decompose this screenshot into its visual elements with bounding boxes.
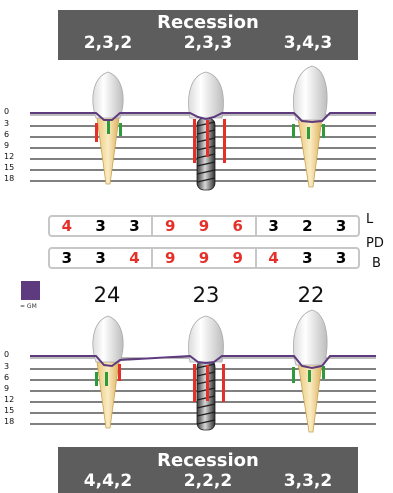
tick-label: 12	[4, 395, 15, 404]
probing-bars-top	[95, 119, 325, 163]
recession-value-23: 2,3,3	[183, 33, 233, 53]
tick-label: 15	[4, 163, 15, 172]
recession-banner-bottom: Recession 4,4,2 2,2,2 3,3,2	[58, 447, 358, 493]
recession-title: Recession	[157, 12, 259, 33]
tooth-number-23: 23	[192, 283, 220, 307]
pd-cell-24-lingual: 4 3 3	[48, 215, 154, 237]
pd-cell-23-buccal: 9 9 9	[151, 247, 257, 269]
top-chart	[30, 65, 376, 191]
pd-value: 9	[164, 249, 176, 267]
pd-value: 9	[198, 217, 210, 235]
pd-value: 9	[232, 249, 243, 267]
recession-banner-top: Recession 2,3,2 2,3,3 3,4,3	[58, 10, 358, 60]
tick-label: 3	[4, 362, 10, 371]
tick-label: 6	[4, 130, 10, 139]
tick-label: 18	[4, 417, 15, 426]
bottom-chart	[30, 309, 376, 433]
recession-value-22: 3,3,2	[283, 471, 333, 491]
tooth-24-top	[92, 71, 124, 185]
pd-cell-22-buccal: 4 3 3	[254, 247, 360, 269]
pd-value: 4	[61, 217, 73, 235]
recession-value-24: 4,4,2	[83, 471, 133, 491]
gm-legend-text: = GM	[20, 303, 37, 310]
tick-label: 6	[4, 373, 10, 382]
recession-title: Recession	[157, 450, 259, 471]
pd-cell-22-lingual: 3 2 3	[254, 215, 360, 237]
tooth-number-24: 24	[93, 283, 121, 307]
tick-label: 9	[4, 141, 10, 150]
pd-cell-23-lingual: 9 9 6	[151, 215, 257, 237]
pd-value: 4	[268, 249, 279, 267]
recession-value-23: 2,2,2	[183, 471, 233, 491]
recession-value-24: 2,3,2	[83, 33, 133, 53]
tick-label: 15	[4, 406, 15, 415]
pd-value: 3	[268, 217, 279, 235]
tick-label: 12	[4, 152, 15, 161]
pd-value: 9	[198, 249, 210, 267]
tooth-22-bottom	[293, 309, 328, 433]
pd-value: 3	[61, 249, 73, 267]
tooth-number-22: 22	[297, 283, 325, 307]
gingival-margin-top	[30, 112, 376, 124]
pd-value: 3	[95, 217, 106, 235]
label-pd: PD	[366, 236, 384, 251]
tooth-22-top	[293, 65, 328, 188]
tick-label: 0	[4, 350, 10, 359]
pd-cell-24-buccal: 3 3 4	[48, 247, 154, 269]
pd-value: 3	[95, 249, 106, 267]
label-lingual: L	[366, 212, 374, 227]
pd-value: 6	[232, 217, 243, 235]
tick-label: 18	[4, 174, 15, 183]
pd-row-lingual: 4 3 3 9 9 6 3 2 3	[48, 215, 360, 237]
tooth-24-bottom	[92, 315, 124, 429]
pd-value: 9	[164, 217, 176, 235]
pd-row-buccal: 3 3 4 9 9 9 4 3 3	[48, 247, 360, 269]
tick-label: 9	[4, 384, 10, 393]
pd-value: 3	[335, 217, 347, 235]
tick-label: 0	[4, 107, 10, 116]
pd-value: 2	[302, 217, 313, 235]
probing-bars-bottom	[95, 364, 325, 402]
recession-value-22: 3,4,3	[283, 33, 333, 53]
pd-value: 3	[335, 249, 347, 267]
gingival-margin-bottom	[30, 354, 376, 370]
pd-value: 3	[302, 249, 313, 267]
pd-value: 3	[129, 217, 140, 235]
tick-label: 3	[4, 119, 10, 128]
gm-legend-swatch	[21, 281, 40, 300]
pd-value: 4	[129, 249, 140, 267]
label-buccal: B	[372, 256, 381, 271]
